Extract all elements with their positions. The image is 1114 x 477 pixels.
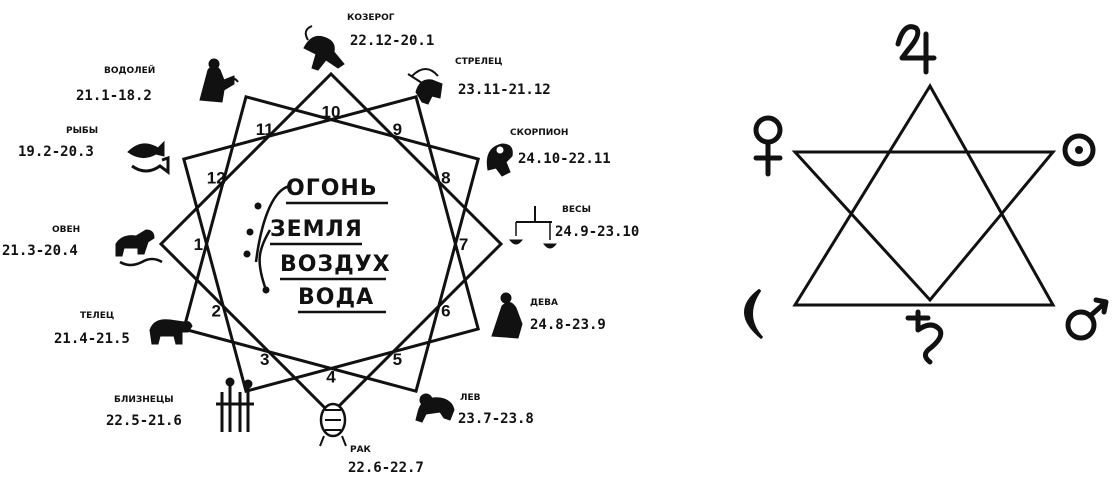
- sign-dates: 24.8-23.9: [530, 317, 606, 333]
- sun-symbol-icon: [1065, 136, 1093, 164]
- sign-pisces: РЫБЫ 19.2-20.3: [18, 126, 168, 172]
- aquarius-figure-icon: [200, 59, 238, 102]
- moon-symbol-icon: [745, 290, 762, 338]
- point-number: 5: [393, 350, 402, 369]
- venus-symbol-icon: [756, 118, 780, 174]
- point-number: 8: [441, 169, 450, 188]
- point-number: 6: [441, 301, 450, 320]
- mars-symbol-icon: [1068, 300, 1106, 338]
- sign-dates: 21.1-18.2: [76, 88, 152, 104]
- sign-dates: 23.11-21.12: [458, 82, 551, 98]
- sign-name: ВЕСЫ: [562, 205, 591, 215]
- sign-gemini: БЛИЗНЕЦЫ 22.5-21.6: [106, 378, 254, 432]
- scorpio-figure-icon: [487, 144, 512, 176]
- sign-name: РЫБЫ: [66, 126, 98, 136]
- sign-name: БЛИЗНЕЦЫ: [114, 395, 174, 405]
- sign-name: ТЕЛЕЦ: [80, 311, 114, 321]
- sign-aquarius: ВОДОЛЕЙ 21.1-18.2: [76, 59, 238, 104]
- point-number: 9: [393, 120, 402, 139]
- point-number: 2: [211, 301, 220, 320]
- sign-name: ОВЕН: [52, 225, 80, 235]
- sign-dates: 21.4-21.5: [54, 331, 130, 347]
- element-water: ВОДА: [298, 285, 374, 310]
- point-number: 10: [322, 102, 341, 121]
- sign-dates: 23.7-23.8: [458, 411, 534, 427]
- capricorn-figure-icon: [304, 26, 344, 70]
- sign-aries: ОВЕН 21.3-20.4: [2, 225, 162, 265]
- sign-scorpio: СКОРПИОН 24.10-22.11: [487, 128, 610, 176]
- sign-dates: 22.12-20.1: [350, 33, 434, 49]
- sign-dates: 19.2-20.3: [18, 144, 94, 160]
- point-number: 1: [194, 235, 203, 254]
- sign-virgo: ДЕВА 24.8-23.9: [492, 293, 606, 338]
- sign-leo: ЛЕВ 23.7-23.8: [416, 393, 534, 427]
- sign-dates: 22.5-21.6: [106, 413, 182, 429]
- cancer-figure-icon: [320, 404, 346, 446]
- sign-name: ВОДОЛЕЙ: [104, 64, 155, 76]
- sign-name: СКОРПИОН: [510, 128, 568, 138]
- element-earth: ЗЕМЛЯ: [270, 217, 363, 242]
- pisces-figure-icon: [128, 142, 168, 172]
- saturn-symbol-icon: [908, 312, 941, 362]
- sign-taurus: ТЕЛЕЦ 21.4-21.5: [54, 311, 192, 347]
- taurus-figure-icon: [150, 320, 192, 344]
- point-number: 7: [459, 235, 468, 254]
- point-number: 11: [256, 120, 274, 139]
- sign-libra: ВЕСЫ 24.9-23.10: [510, 205, 639, 248]
- point-number: 4: [326, 368, 336, 387]
- gemini-figure-icon: [216, 378, 254, 432]
- sign-name: РАК: [350, 445, 372, 455]
- sign-capricorn: КОЗЕРОГ 22.12-20.1: [304, 13, 434, 70]
- aries-figure-icon: [116, 230, 162, 265]
- point-number: 12: [207, 169, 226, 188]
- downward-triangle: [795, 152, 1053, 300]
- sign-cancer: РАК 22.6-22.7: [320, 404, 424, 476]
- leo-figure-icon: [416, 394, 454, 422]
- sign-dates: 22.6-22.7: [348, 460, 424, 476]
- sign-name: ДЕВА: [530, 298, 558, 308]
- sign-dates: 24.9-23.10: [555, 224, 639, 240]
- sign-name: СТРЕЛЕЦ: [455, 57, 502, 67]
- point-number: 3: [260, 350, 269, 369]
- virgo-figure-icon: [492, 293, 522, 338]
- element-air: ВОЗДУХ: [280, 252, 391, 277]
- planet-hexagram-diagram: [745, 27, 1106, 362]
- sign-name: КОЗЕРОГ: [347, 13, 395, 23]
- libra-figure-icon: [510, 206, 556, 248]
- elements-block: ОГОНЬ ЗЕМЛЯ ВОЗДУХ ВОДА: [244, 176, 391, 312]
- sign-dates: 24.10-22.11: [518, 151, 611, 167]
- sign-sagittarius: СТРЕЛЕЦ 23.11-21.12: [408, 57, 551, 104]
- jupiter-symbol-icon: [898, 27, 934, 72]
- element-fire: ОГОНЬ: [286, 176, 378, 201]
- sign-dates: 21.3-20.4: [2, 243, 78, 259]
- sign-name: ЛЕВ: [460, 393, 481, 403]
